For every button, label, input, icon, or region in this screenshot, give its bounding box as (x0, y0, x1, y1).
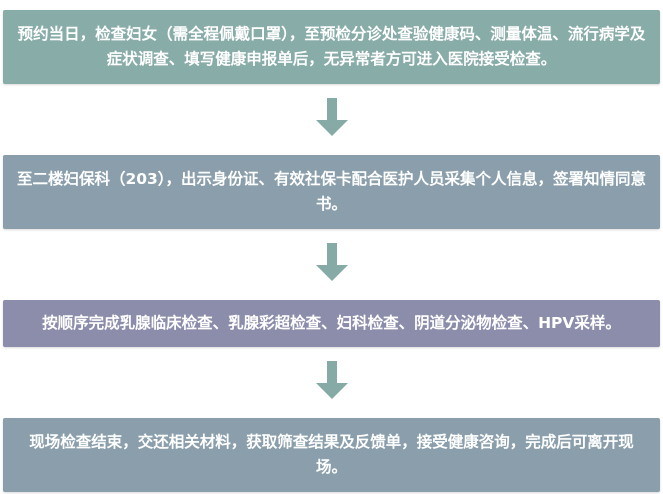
step-4-box: 现场检查结束，交还相关材料，获取筛查结果及反馈单，接受健康咨询，完成后可离开现场… (3, 418, 660, 492)
step-3-text: 按顺序完成乳腺临床检查、乳腺彩超检查、妇科检查、阴道分泌物检查、HPV采样。 (42, 314, 621, 332)
step-3-box: 按顺序完成乳腺临床检查、乳腺彩超检查、妇科检查、阴道分泌物检查、HPV采样。 (3, 300, 660, 347)
step-2-text: 至二楼妇保科（203），出示身份证、有效社保卡配合医护人员采集个人信息，签署知情… (16, 170, 647, 213)
arrow-down-icon (316, 243, 348, 281)
arrow-down-icon (316, 361, 348, 399)
arrow-down-icon (316, 98, 348, 136)
step-1-box: 预约当日，检查妇女（需全程佩戴口罩），至预检分诊处查验健康码、测量体温、流行病学… (3, 10, 660, 84)
step-2-box: 至二楼妇保科（203），出示身份证、有效社保卡配合医护人员采集个人信息，签署知情… (3, 155, 660, 229)
step-4-text: 现场检查结束，交还相关材料，获取筛查结果及反馈单，接受健康咨询，完成后可离开现场… (29, 433, 634, 476)
step-1-text: 预约当日，检查妇女（需全程佩戴口罩），至预检分诊处查验健康码、测量体温、流行病学… (17, 25, 646, 68)
